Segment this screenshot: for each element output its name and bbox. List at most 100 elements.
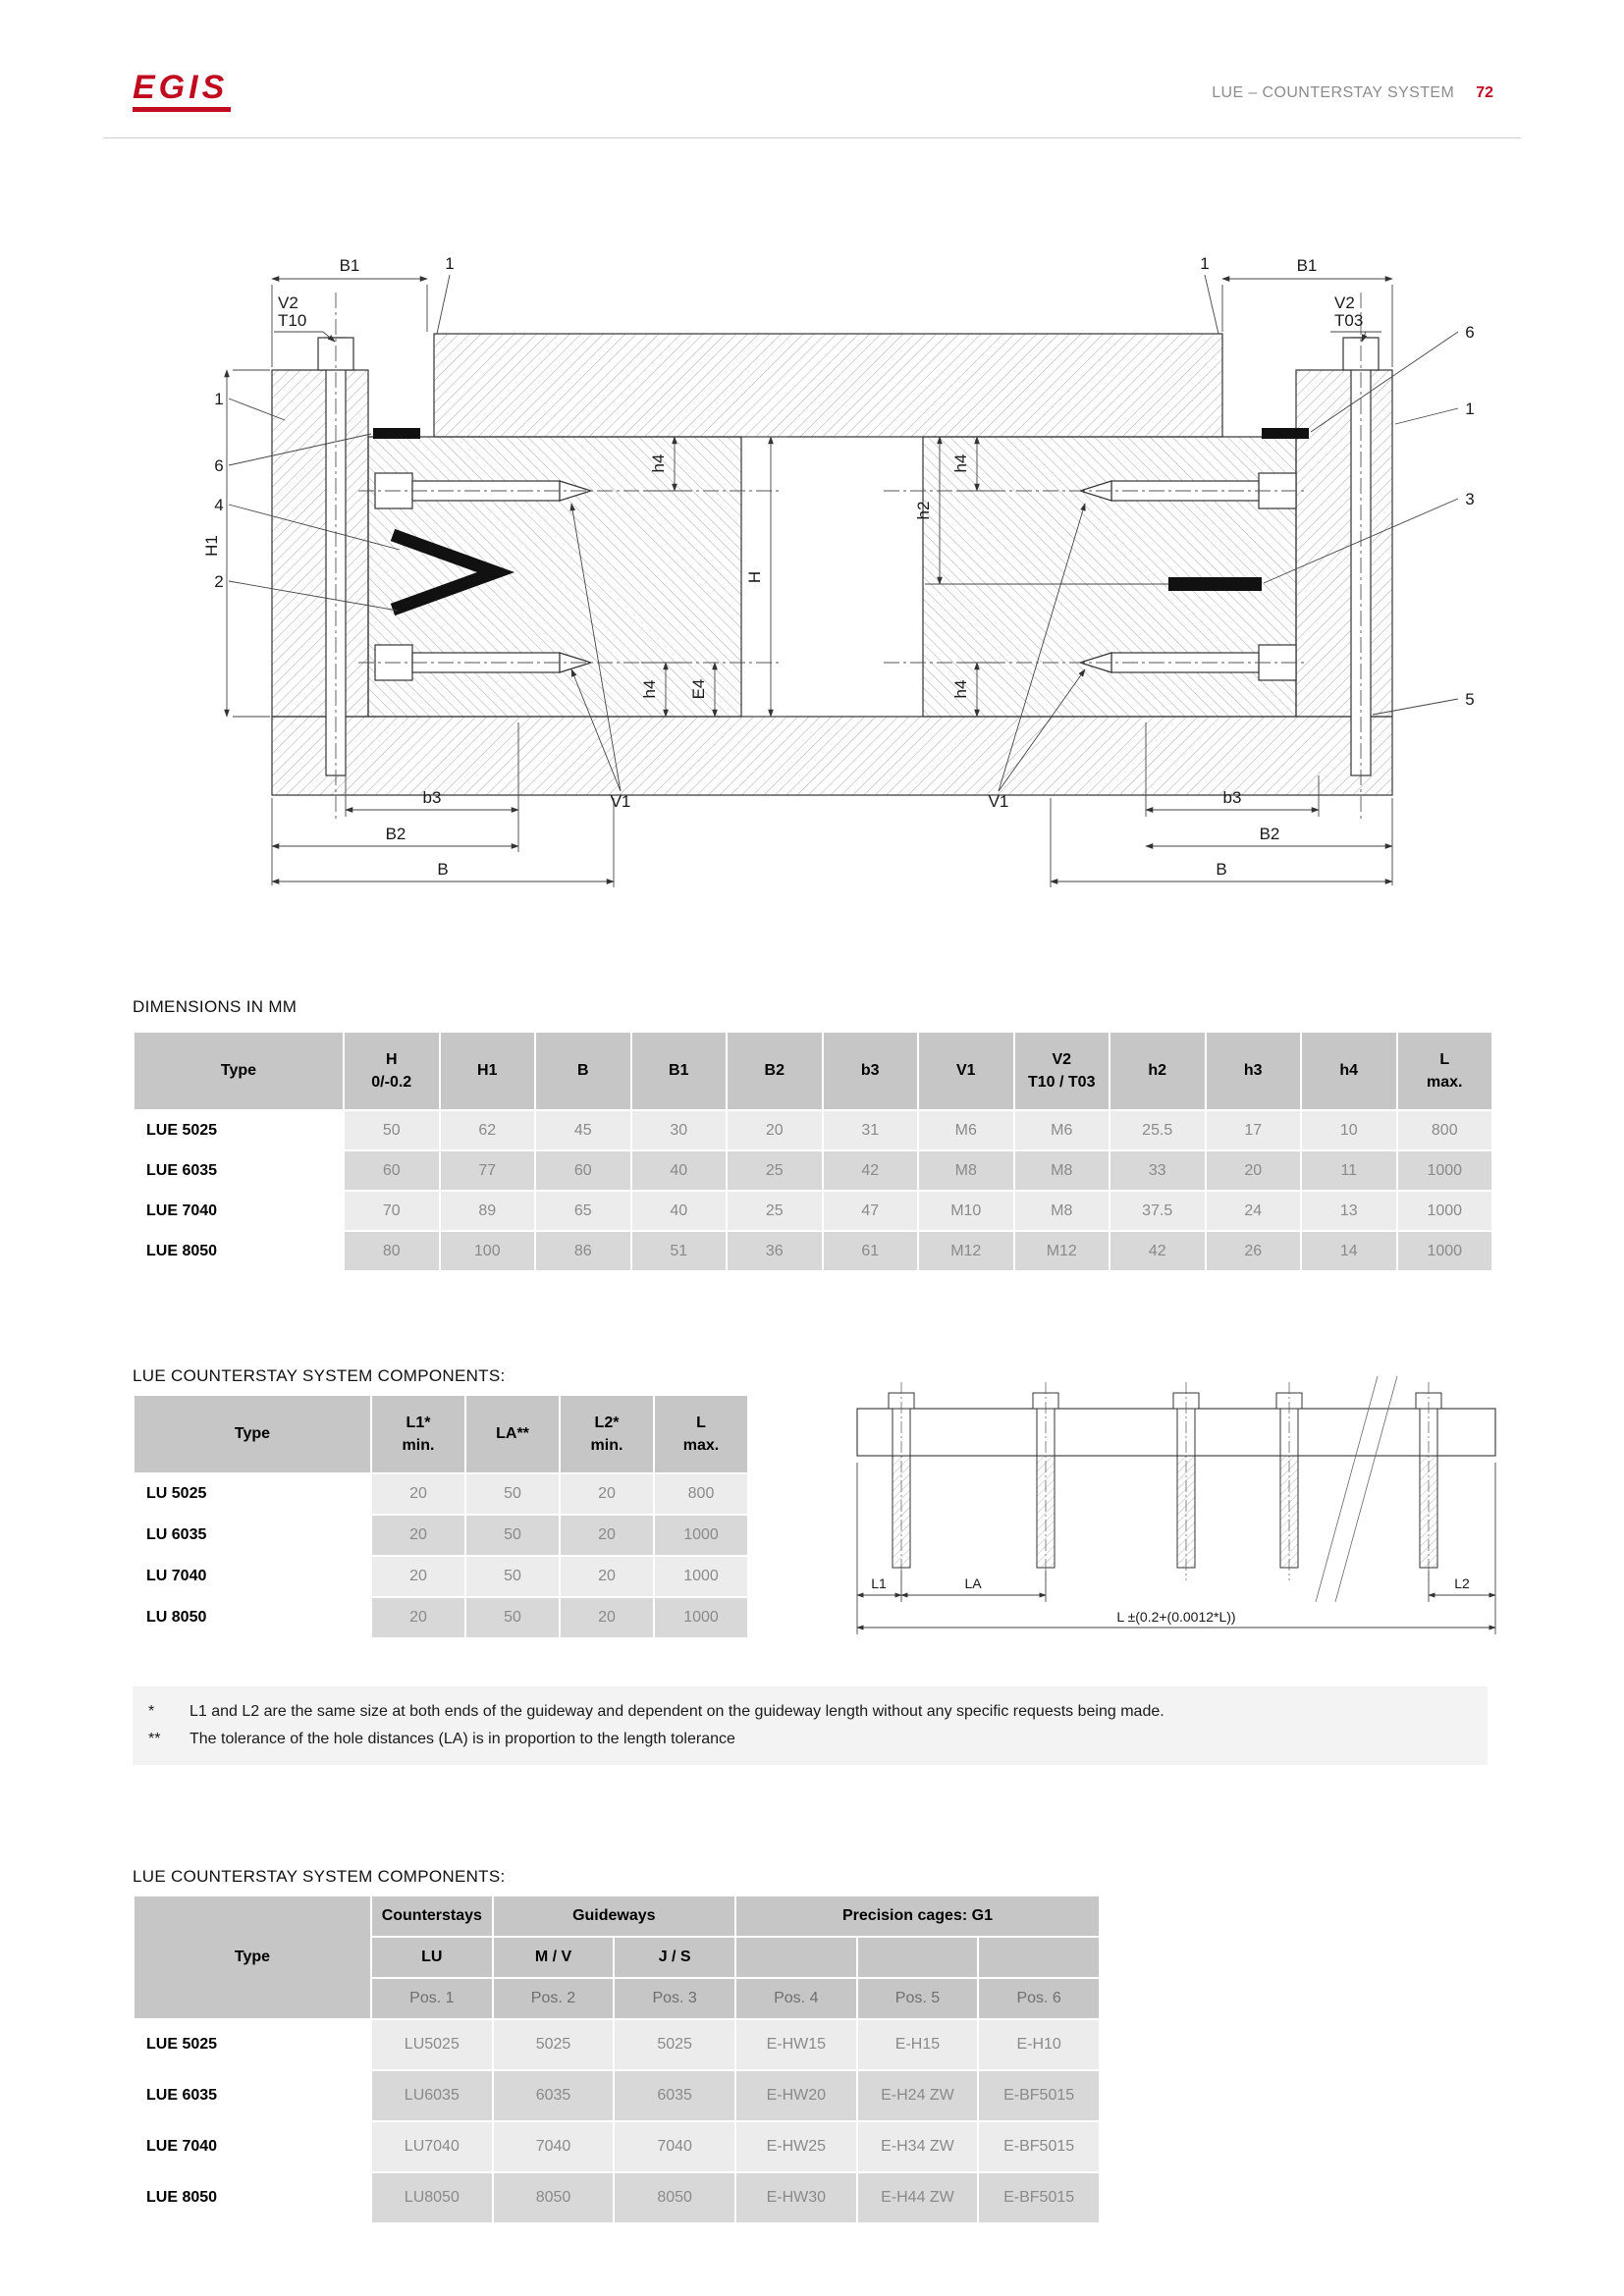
value-cell: 1000 <box>655 1557 747 1596</box>
type-cell: LUE 8050 <box>135 1232 343 1270</box>
type-cell: LUE 7040 <box>135 2122 370 2171</box>
footnote-text: The tolerance of the hole distances (LA)… <box>189 1731 735 1747</box>
value-cell: 1000 <box>655 1598 747 1637</box>
header-cell <box>857 1938 978 1977</box>
value-cell: 20 <box>372 1598 464 1637</box>
page-number: 72 <box>1476 84 1493 101</box>
table-row: LU 7040 20 50 20 1000 <box>135 1557 747 1596</box>
header-cell: L2*min. <box>561 1396 653 1472</box>
dim-label-h4-bottom-right: h4 <box>951 680 970 699</box>
header-divider <box>103 137 1521 138</box>
technical-drawing-counterstay-section: B1 1 V2 T10 H1 1 6 4 2 b3 B2 B V1 h4 h4 … <box>191 245 1488 905</box>
header-row: Pos. 1 Pos. 2 Pos. 3 Pos. 4 Pos. 5 Pos. … <box>135 1979 1099 2018</box>
egis-logo: EGIS <box>133 71 232 112</box>
value-cell: M12 <box>919 1232 1013 1270</box>
dim-label-h: H <box>745 571 764 583</box>
header-cell <box>735 1938 856 1977</box>
value-cell: 45 <box>536 1111 630 1149</box>
value-cell: 800 <box>1397 1111 1491 1149</box>
value-cell: 61 <box>823 1232 917 1270</box>
value-cell: 20 <box>1206 1151 1300 1190</box>
footnote: ** The tolerance of the hole distances (… <box>133 1726 1488 1753</box>
table-row: LUE 8050 80 100 86 51 36 61 M12 M12 42 2… <box>135 1232 1491 1270</box>
header-cell: L1*min. <box>372 1396 464 1472</box>
type-cell: LU 8050 <box>135 1598 370 1637</box>
dim-label-v2-left: V2 <box>278 294 298 312</box>
value-cell: LU6035 <box>372 2071 492 2120</box>
header-cell-counterstays: Counterstays <box>372 1896 492 1936</box>
type-cell: LU 6035 <box>135 1516 370 1555</box>
value-cell: 800 <box>655 1474 747 1514</box>
header-cell: B2 <box>728 1033 822 1109</box>
machine-section-blocks <box>271 333 1393 796</box>
header-cell: B <box>536 1033 630 1109</box>
value-cell: E-BF5015 <box>979 2122 1099 2171</box>
value-cell: 20 <box>561 1598 653 1637</box>
value-cell: M8 <box>919 1151 1013 1190</box>
value-cell: 50 <box>466 1557 559 1596</box>
callout-1-top-right: 1 <box>1200 254 1209 273</box>
value-cell: 17 <box>1206 1111 1300 1149</box>
footnote-marker: * <box>148 1703 155 1720</box>
dim-label-b1-left: B1 <box>340 256 360 275</box>
value-cell: 70 <box>345 1192 439 1230</box>
value-cell: 60 <box>345 1151 439 1190</box>
dim-label-h4-top-right: h4 <box>951 454 970 473</box>
pos-header-cell: Pos. 5 <box>857 1979 978 2018</box>
table-row: LU 5025 20 50 20 800 <box>135 1474 747 1514</box>
dimension-labels: B1 1 V2 T10 H1 1 6 4 2 b3 B2 B V1 h4 h4 … <box>202 254 1475 879</box>
pressure-piece-and-seals <box>373 428 1309 616</box>
header-cell: b3 <box>823 1033 917 1109</box>
value-cell: E-HW25 <box>735 2122 856 2171</box>
pos-header-cell: Pos. 1 <box>372 1979 492 2018</box>
value-cell: 65 <box>536 1192 630 1230</box>
callout-6-left: 6 <box>214 456 223 475</box>
table-row: LU 8050 20 50 20 1000 <box>135 1598 747 1637</box>
callout-3-right: 3 <box>1465 490 1474 508</box>
header-cell: H1 <box>440 1033 534 1109</box>
order-table: Type Counterstays Guideways Precision ca… <box>133 1895 1101 2224</box>
value-cell: E-HW30 <box>735 2173 856 2222</box>
dim-label-h1: H1 <box>202 535 221 557</box>
value-cell: 7040 <box>493 2122 614 2171</box>
dim-label-b2-right: B2 <box>1260 825 1280 843</box>
header-cell: B1 <box>631 1033 726 1109</box>
dim-label-l1: L1 <box>871 1575 887 1591</box>
header-cell: J / S <box>615 1938 734 1977</box>
value-cell: 5025 <box>493 2020 614 2069</box>
value-cell: 30 <box>631 1111 726 1149</box>
dim-label-b3-right: b3 <box>1223 788 1242 807</box>
pos-header-cell: Pos. 3 <box>615 1979 734 2018</box>
value-cell: E-BF5015 <box>979 2071 1099 2120</box>
value-cell: M6 <box>1014 1111 1109 1149</box>
value-cell: M12 <box>1014 1232 1109 1270</box>
header-cell <box>979 1938 1099 1977</box>
header-cell-type: Type <box>135 1896 370 2018</box>
value-cell: M8 <box>1014 1192 1109 1230</box>
header-cell: M / V <box>493 1938 614 1977</box>
type-cell: LU 5025 <box>135 1474 370 1514</box>
dim-label-l2: L2 <box>1454 1575 1470 1591</box>
dim-label-b3-left: b3 <box>423 788 442 807</box>
value-cell: 25 <box>728 1192 822 1230</box>
value-cell: LU8050 <box>372 2173 492 2222</box>
value-cell: 1000 <box>1397 1232 1491 1270</box>
header-cell-precision-cages: Precision cages: G1 <box>735 1896 1099 1936</box>
callout-1-left: 1 <box>214 390 223 408</box>
table-row: LUE 6035 LU6035 6035 6035 E-HW20 E-H24 Z… <box>135 2071 1099 2120</box>
header-title: LUE – COUNTERSTAY SYSTEM <box>1212 84 1455 101</box>
dim-label-b1-right: B1 <box>1297 256 1318 275</box>
value-cell: 11 <box>1302 1151 1396 1190</box>
table-row: LUE 5025 LU5025 5025 5025 E-HW15 E-H15 E… <box>135 2020 1099 2069</box>
technical-drawing-guideway-length: L1 LA L2 L ±(0.2+(0.0012*L)) <box>842 1374 1510 1669</box>
type-cell: LUE 6035 <box>135 2071 370 2120</box>
value-cell: 62 <box>440 1111 534 1149</box>
value-cell: E-H34 ZW <box>857 2122 978 2171</box>
value-cell: 50 <box>345 1111 439 1149</box>
dim-label-l-total: L ±(0.2+(0.0012*L)) <box>1116 1609 1235 1625</box>
type-cell: LUE 7040 <box>135 1192 343 1230</box>
